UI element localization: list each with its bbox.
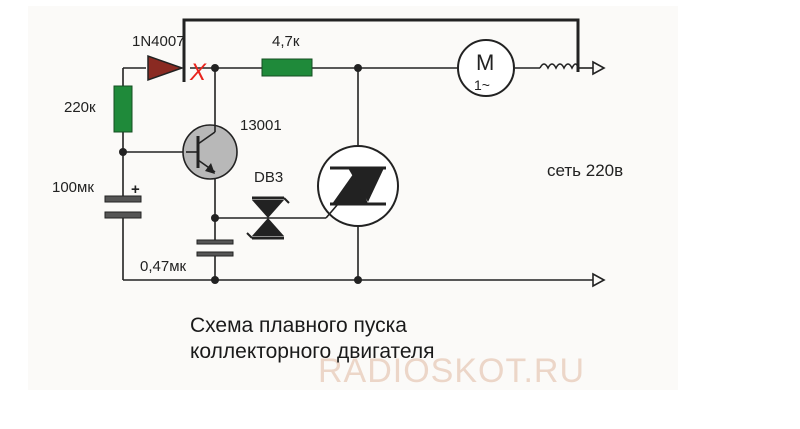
resistor-4k7 — [261, 58, 313, 77]
caption-line-1: Схема плавного пуска — [190, 314, 407, 337]
motor-ac-label: 1~ — [474, 77, 490, 93]
feedback-wire — [182, 18, 580, 72]
diac-db3 — [246, 196, 290, 240]
diode-1n4007 — [147, 54, 186, 82]
cross-mark: X — [189, 59, 207, 86]
motor — [457, 39, 515, 97]
terminal-arrows — [592, 60, 606, 288]
resistor-4k7-label: 4,7к — [272, 33, 300, 50]
diac-label: DB3 — [254, 169, 283, 186]
capacitor-100mk — [104, 195, 142, 219]
motor-letter: M — [476, 50, 494, 75]
resistor-220k-label: 220к — [64, 99, 96, 116]
field-winding — [539, 63, 579, 70]
diode-label: 1N4007 — [132, 33, 185, 50]
caption-line-2: коллекторного двигателя — [190, 340, 435, 363]
capacitor-047mk-label: 0,47мк — [140, 258, 187, 275]
resistor-220k — [113, 85, 133, 133]
triac — [317, 145, 399, 227]
transistor-label: 13001 — [240, 117, 282, 134]
watermark: RADIOSKOT.RU — [318, 352, 585, 390]
polarity-plus: + — [131, 181, 140, 198]
capacitor-047mk — [196, 239, 234, 257]
network-label: сеть 220в — [547, 161, 623, 180]
transistor-13001 — [182, 124, 238, 180]
junction-dots — [119, 64, 362, 284]
capacitor-100mk-label: 100мк — [52, 179, 94, 196]
